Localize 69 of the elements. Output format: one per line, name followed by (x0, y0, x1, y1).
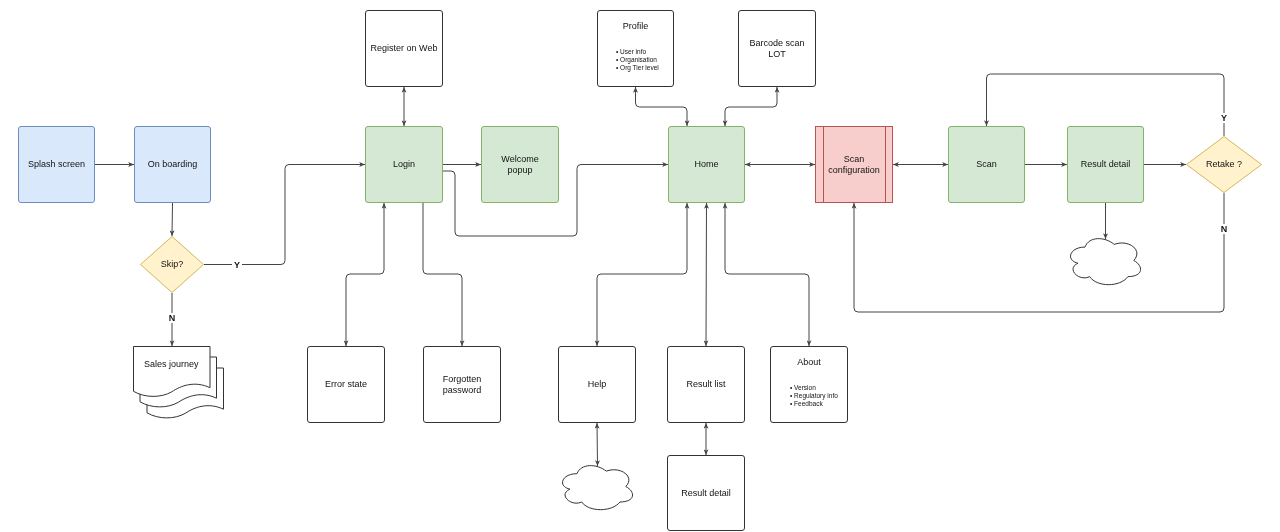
connector-arrow (703, 202, 709, 347)
cloud-shape (562, 465, 633, 510)
edge-label: Y (232, 260, 242, 270)
subprocess-box (815, 126, 893, 203)
decision-diamond (1186, 136, 1262, 193)
connector-arrow (442, 162, 482, 167)
node-label: Register on Web (370, 43, 438, 54)
node-label: Forgotten password (441, 373, 483, 396)
process-box (134, 126, 211, 203)
node-label: Login (393, 159, 415, 170)
process-box (668, 126, 745, 203)
connector-arrow (594, 422, 600, 467)
process-box (667, 455, 745, 531)
process-box (307, 346, 385, 423)
node-label: Welcome popup (500, 153, 540, 176)
node-label: Help (587, 379, 607, 390)
info-box (770, 346, 848, 423)
node-label: Result detail (1080, 159, 1131, 170)
process-box (1067, 126, 1144, 203)
connector-arrow (892, 162, 949, 167)
connector-arrow (169, 202, 175, 237)
node-label: Scan (976, 159, 997, 170)
connector-arrow (94, 162, 135, 167)
node-label: On boarding (147, 159, 198, 170)
document-stack (133, 346, 224, 420)
info-box (597, 10, 674, 87)
edge-label: N (1218, 224, 1230, 234)
connector-arrow (722, 86, 780, 127)
connector-arrow (422, 202, 465, 347)
connector-arrow (984, 73, 1225, 137)
node-title: About (796, 357, 822, 368)
node-title: Profile (621, 21, 650, 32)
process-box (423, 346, 501, 423)
node-label: Skip? (160, 259, 184, 270)
process-box (558, 346, 636, 423)
node-label: Scan configuration (827, 153, 881, 176)
connector-arrow (343, 202, 387, 347)
connector-arrow (1143, 162, 1187, 167)
connector-arrow (722, 202, 812, 347)
connector-arrow (203, 162, 366, 265)
edge-label: Y (1219, 113, 1229, 123)
node-label: Barcode scan LOT (748, 37, 806, 60)
process-box (667, 346, 745, 423)
node-label: Result detail (681, 487, 731, 499)
connector-arrow (1103, 202, 1108, 240)
cloud-shape (1070, 238, 1141, 285)
connector-arrow (442, 162, 669, 237)
node-label: Error state (325, 379, 367, 390)
process-box (365, 126, 443, 203)
connector-arrow (594, 202, 690, 347)
decision-diamond (140, 236, 204, 293)
connector-arrow (744, 162, 816, 167)
process-box (481, 126, 559, 203)
connector-arrow (169, 292, 175, 347)
node-label: Result list (686, 379, 726, 390)
connector-arrow (1024, 162, 1068, 167)
process-box (365, 10, 443, 87)
node-label: Splash screen (27, 159, 85, 170)
edge-label: N (166, 313, 178, 323)
process-box (738, 10, 816, 87)
node-label: Sales journey (142, 359, 200, 370)
process-box (18, 126, 95, 203)
node-label: Home (694, 159, 719, 170)
connector-arrow (401, 86, 407, 127)
connector-arrow (703, 422, 709, 456)
connector-arrow (851, 192, 1225, 313)
node-label: Retake ? (1206, 159, 1242, 170)
process-box (948, 126, 1025, 203)
connector-arrow (633, 86, 690, 127)
